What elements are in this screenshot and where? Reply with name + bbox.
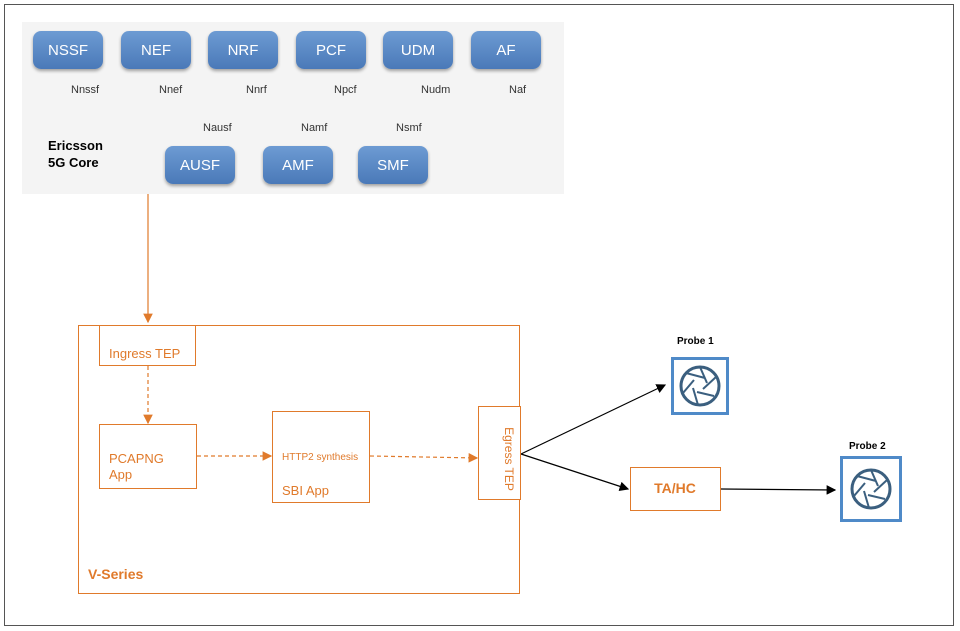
iface-nnef: Nnef — [159, 84, 183, 96]
nf-nef: NEF — [121, 31, 191, 69]
iface-nsmf: Nsmf — [396, 122, 422, 134]
ingress-tep-box — [99, 325, 196, 366]
pcapng-app-label: PCAPNG App — [109, 451, 164, 482]
nf-nrf: NRF — [208, 31, 278, 69]
nf-ausf: AUSF — [165, 146, 235, 184]
diagram-frame — [4, 4, 954, 626]
sbi-app-label: SBI App — [282, 483, 329, 498]
iface-npcf: Npcf — [334, 84, 357, 96]
iface-nnrf: Nnrf — [246, 84, 267, 96]
vseries-label: V-Series — [88, 566, 144, 582]
probe-1 — [671, 357, 729, 415]
pcapng-app-box — [99, 424, 197, 489]
iface-nudm: Nudm — [421, 84, 451, 96]
egress-tep-label: Egress TEP — [502, 427, 516, 491]
iface-namf: Namf — [301, 122, 328, 134]
egress-to-probe1-arrow — [520, 384, 667, 455]
nf-smf: SMF — [358, 146, 428, 184]
http2-synthesis-label: HTTP2 synthesis — [282, 452, 359, 463]
tahc-label: TA/HC — [654, 480, 696, 496]
iface-nausf: Nausf — [203, 122, 232, 134]
nf-udm: UDM — [383, 31, 453, 69]
nf-amf: AMF — [263, 146, 333, 184]
probe-2-label: Probe 2 — [849, 441, 886, 452]
nf-nssf: NSSF — [33, 31, 103, 69]
sbi-to-egress-arrow — [369, 453, 479, 463]
egress-tep-box — [478, 406, 521, 500]
tahc-to-probe2-arrow — [720, 485, 837, 495]
iface-naf: Naf — [509, 84, 527, 96]
iface-nnssf: Nnssf — [71, 84, 100, 96]
ingress-tep-label: Ingress TEP — [109, 346, 181, 361]
sbi-app-box — [272, 411, 370, 503]
nf-pcf: PCF — [296, 31, 366, 69]
probe-1-label: Probe 1 — [677, 336, 714, 347]
aperture-icon — [679, 365, 721, 407]
egress-to-tahc-arrow — [520, 453, 630, 491]
aperture-icon — [850, 468, 892, 510]
probe-2 — [840, 456, 902, 522]
tahc-box — [630, 467, 721, 511]
nf-af: AF — [471, 31, 541, 69]
core-label: Ericsson 5G Core — [48, 138, 103, 170]
